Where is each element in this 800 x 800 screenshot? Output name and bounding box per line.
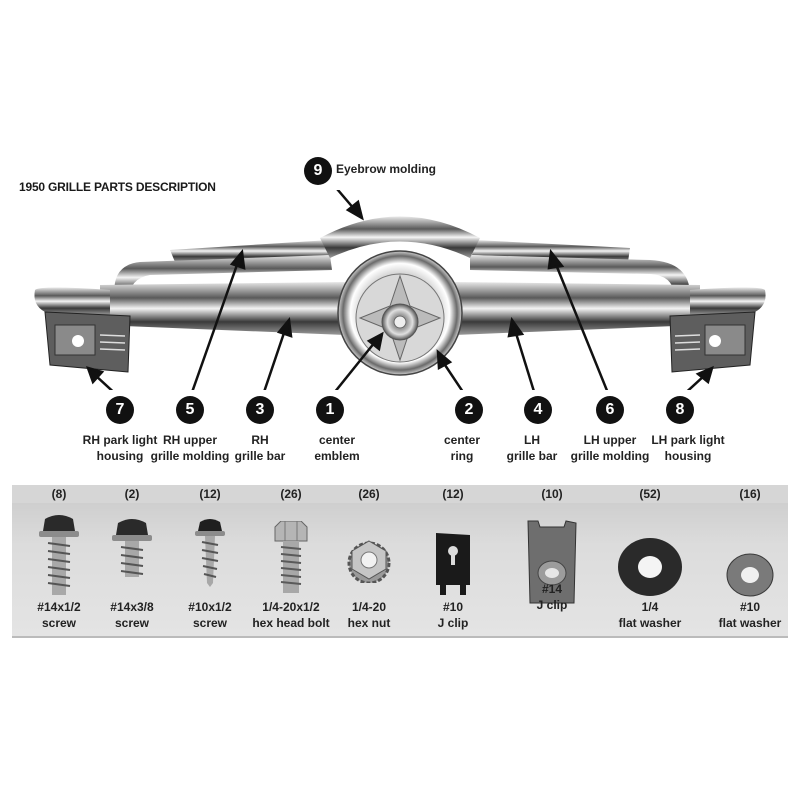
rh-park-light-housing — [44, 311, 131, 373]
j-clip-icon — [527, 520, 577, 604]
hardware-qty: (8) — [51, 487, 67, 501]
screw-icon — [195, 519, 225, 587]
callout-9-badge: 9 — [304, 157, 332, 185]
hardware-quantity-strip — [12, 485, 788, 503]
callout-1-badge: 1 — [316, 396, 344, 424]
callout-9-label: Eyebrow molding — [336, 162, 437, 176]
hardware-qty: (52) — [639, 487, 661, 501]
page-title: 1950 GRILLE PARTS DESCRIPTION — [19, 180, 216, 194]
screw-icon — [112, 519, 152, 577]
j-clip-icon — [436, 533, 470, 595]
rh-upper-grille-molding — [114, 240, 335, 300]
washer-icon — [618, 538, 682, 596]
hardware-qty: (26) — [358, 487, 380, 501]
lh-grille-bar — [455, 282, 700, 335]
callout-6-badge: 6 — [596, 396, 624, 424]
callout-2-badge: 2 — [455, 396, 483, 424]
hardware-qty: (12) — [442, 487, 464, 501]
callout-3-badge: 3 — [246, 396, 274, 424]
hardware-qty: (16) — [739, 487, 761, 501]
washer-icon — [726, 553, 774, 597]
nut-icon — [347, 540, 391, 583]
hardware-qty: (2) — [124, 487, 140, 501]
grille-illustration — [34, 190, 766, 390]
screw-icon — [39, 515, 79, 595]
eyebrow-molding — [320, 216, 480, 258]
callout-5-badge: 5 — [176, 396, 204, 424]
hardware-qty: (10) — [541, 487, 563, 501]
bolt-icon — [274, 521, 308, 593]
hardware-qty: (26) — [280, 487, 302, 501]
hardware-qty: (12) — [199, 487, 221, 501]
callout-8-badge: 8 — [666, 396, 694, 424]
lh-park-light-housing — [669, 311, 756, 373]
callout-4-badge: 4 — [524, 396, 552, 424]
callout-7-badge: 7 — [106, 396, 134, 424]
